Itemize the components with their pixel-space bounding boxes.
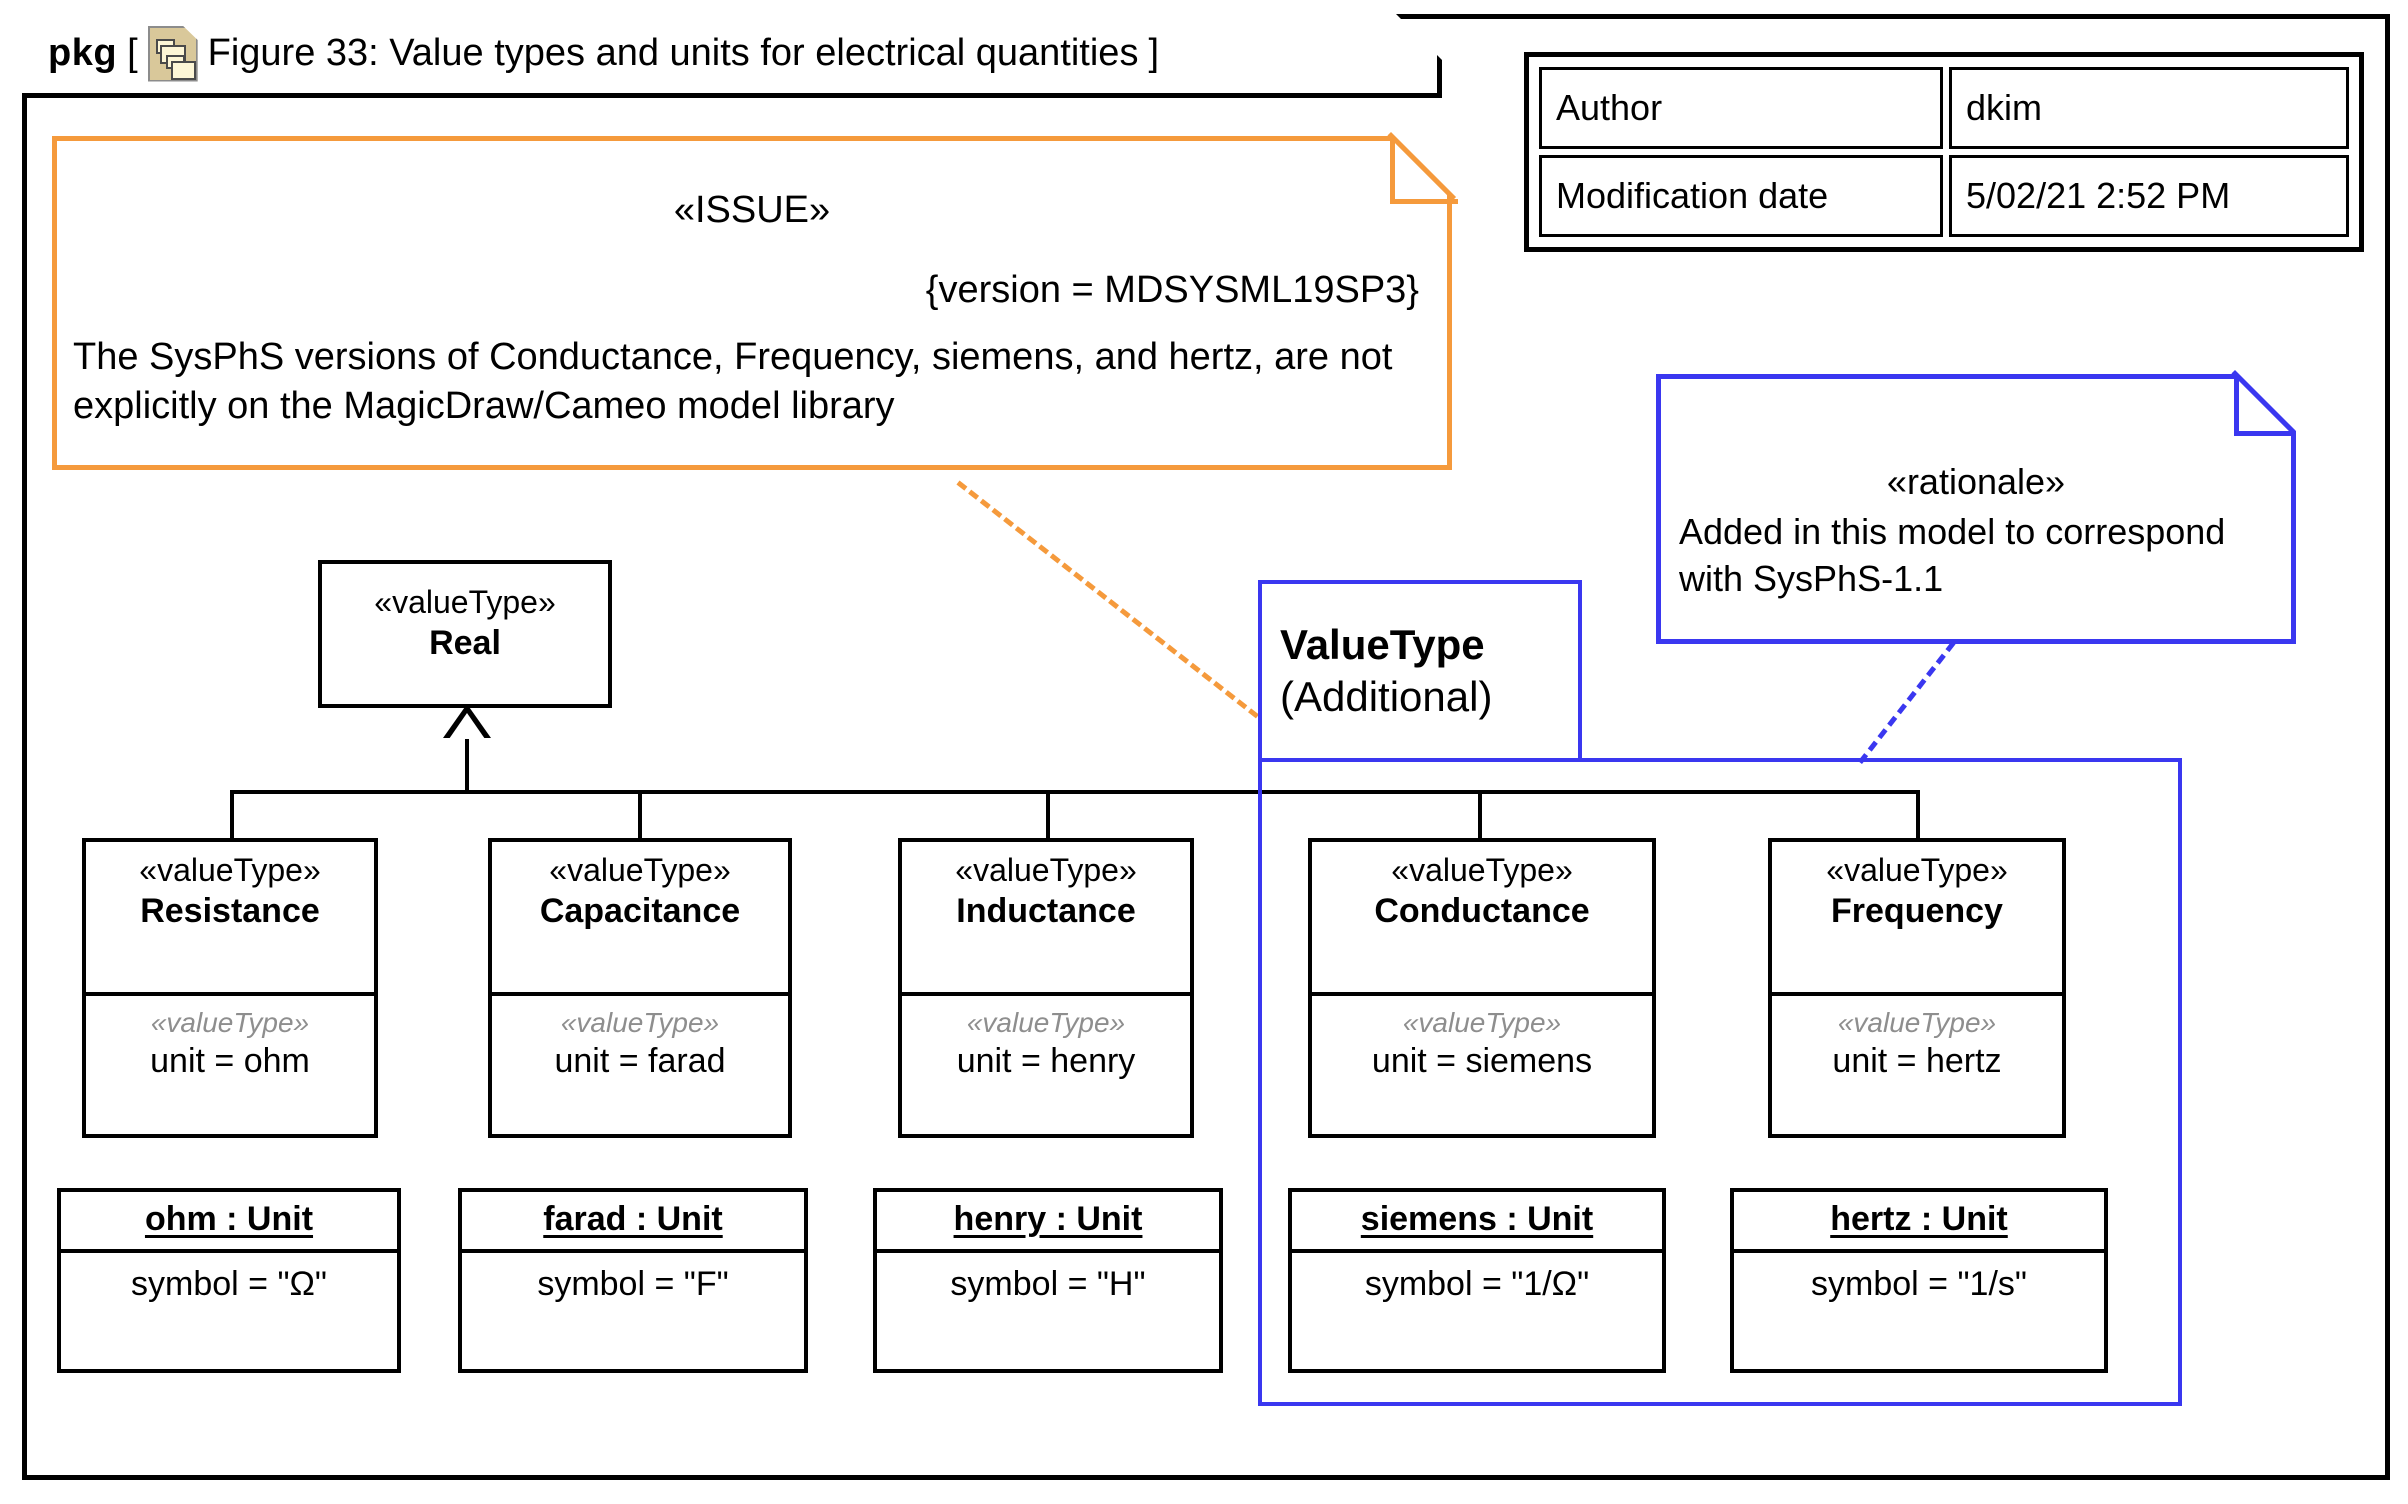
bracket-open: [ — [127, 32, 138, 74]
rationale-note-fold-corner — [2234, 374, 2296, 436]
package-header-tab: pkg [ Figure 33: Value types and units f… — [22, 14, 1442, 98]
pkg-keyword: pkg — [48, 32, 118, 74]
ohm-instance-name: ohm : Unit — [144, 1200, 314, 1238]
hertz-symbol-attr: symbol = "1/s" — [1811, 1265, 2027, 1303]
class-box-frequency[interactable]: «valueType» Frequency «valueType» unit =… — [1768, 838, 2066, 1138]
valuetype-additional-container — [1258, 758, 2182, 1406]
instance-box-ohm[interactable]: ohm : Unit symbol = "Ω" — [57, 1188, 401, 1373]
table-row: Modification date 5/02/21 2:52 PM — [1539, 155, 2349, 237]
resistance-attr-stereotype: «valueType» — [150, 1007, 310, 1038]
class-box-inductance[interactable]: «valueType» Inductance «valueType» unit … — [898, 838, 1194, 1138]
container-subtitle: (Additional) — [1280, 673, 1493, 720]
resistance-name: Resistance — [140, 892, 320, 930]
conductance-name: Conductance — [1374, 892, 1590, 930]
inductance-attr-stereotype: «valueType» — [966, 1007, 1126, 1038]
class-box-real[interactable]: «valueType» Real — [318, 560, 612, 708]
rationale-body-text: Added in this model to correspond with S… — [1679, 511, 2226, 599]
conductance-attr-stereotype: «valueType» — [1402, 1007, 1562, 1038]
frequency-attr: unit = hertz — [1832, 1041, 2002, 1080]
frequency-attr-stereotype: «valueType» — [1837, 1007, 1997, 1038]
meta-key-modification-date: Modification date — [1539, 155, 1943, 237]
conductance-stereotype: «valueType» — [1391, 852, 1573, 888]
capacitance-attr-stereotype: «valueType» — [560, 1007, 720, 1038]
generalization-drop-frequency — [1916, 790, 1920, 840]
instance-box-siemens[interactable]: siemens : Unit symbol = "1/Ω" — [1288, 1188, 1666, 1373]
henry-instance-name: henry : Unit — [953, 1200, 1143, 1238]
farad-symbol-attr: symbol = "F" — [537, 1265, 729, 1303]
hertz-instance-name: hertz : Unit — [1830, 1200, 2008, 1238]
real-name: Real — [429, 624, 501, 662]
issue-body-text: The SysPhS versions of Conductance, Freq… — [73, 336, 1393, 427]
diagram-title: Figure 33: Value types and units for ele… — [207, 32, 1139, 74]
generalization-drop-conductance — [1478, 790, 1482, 840]
issue-stereotype: «ISSUE» — [673, 189, 831, 231]
frequency-stereotype: «valueType» — [1826, 852, 2008, 888]
capacitance-name: Capacitance — [539, 892, 741, 930]
issue-note: «ISSUE» {version = MDSYSML19SP3} The Sys… — [52, 136, 1452, 470]
generalization-drop-capacitance — [638, 790, 642, 840]
inductance-attr: unit = henry — [956, 1041, 1136, 1080]
instance-box-henry[interactable]: henry : Unit symbol = "H" — [873, 1188, 1223, 1373]
class-box-resistance[interactable]: «valueType» Resistance «valueType» unit … — [82, 838, 378, 1138]
rationale-stereotype: «rationale» — [1886, 461, 2066, 502]
container-title: ValueType — [1280, 621, 1485, 668]
farad-instance-name: farad : Unit — [543, 1200, 723, 1238]
meta-key-author: Author — [1539, 67, 1943, 149]
conductance-attr: unit = siemens — [1371, 1041, 1593, 1080]
resistance-stereotype: «valueType» — [139, 852, 321, 888]
valuetype-additional-header[interactable]: ValueType (Additional) — [1258, 580, 1582, 762]
bracket-close: ] — [1148, 32, 1160, 74]
resistance-attr: unit = ohm — [150, 1041, 310, 1080]
real-stereotype: «valueType» — [374, 584, 556, 620]
package-document-icon — [148, 26, 198, 82]
instance-box-hertz[interactable]: hertz : Unit symbol = "1/s" — [1730, 1188, 2108, 1373]
generalization-drop-resistance — [230, 790, 234, 840]
generalization-drop-inductance — [1046, 790, 1050, 840]
ohm-symbol-attr: symbol = "Ω" — [131, 1265, 327, 1303]
generalization-stem — [465, 736, 469, 794]
capacitance-attr: unit = farad — [554, 1041, 726, 1080]
frequency-name: Frequency — [1831, 892, 2003, 930]
inductance-stereotype: «valueType» — [955, 852, 1137, 888]
capacitance-stereotype: «valueType» — [549, 852, 731, 888]
issue-note-fold-corner — [1390, 136, 1458, 204]
class-box-conductance[interactable]: «valueType» Conductance «valueType» unit… — [1308, 838, 1656, 1138]
siemens-instance-name: siemens : Unit — [1360, 1200, 1594, 1238]
generalization-triangle-fill — [449, 713, 485, 739]
instance-box-farad[interactable]: farad : Unit symbol = "F" — [458, 1188, 808, 1373]
rationale-note: «rationale» Added in this model to corre… — [1656, 374, 2296, 644]
metadata-table: Author dkim Modification date 5/02/21 2:… — [1524, 52, 2364, 252]
generalization-bus — [230, 790, 1920, 794]
henry-symbol-attr: symbol = "H" — [950, 1265, 1146, 1303]
inductance-name: Inductance — [956, 892, 1136, 930]
meta-value-modification-date: 5/02/21 2:52 PM — [1949, 155, 2349, 237]
siemens-symbol-attr: symbol = "1/Ω" — [1364, 1265, 1590, 1303]
issue-version-tag: {version = MDSYSML19SP3} — [925, 269, 1419, 311]
table-row: Author dkim — [1539, 67, 2349, 149]
meta-value-author: dkim — [1949, 67, 2349, 149]
class-box-capacitance[interactable]: «valueType» Capacitance «valueType» unit… — [488, 838, 792, 1138]
